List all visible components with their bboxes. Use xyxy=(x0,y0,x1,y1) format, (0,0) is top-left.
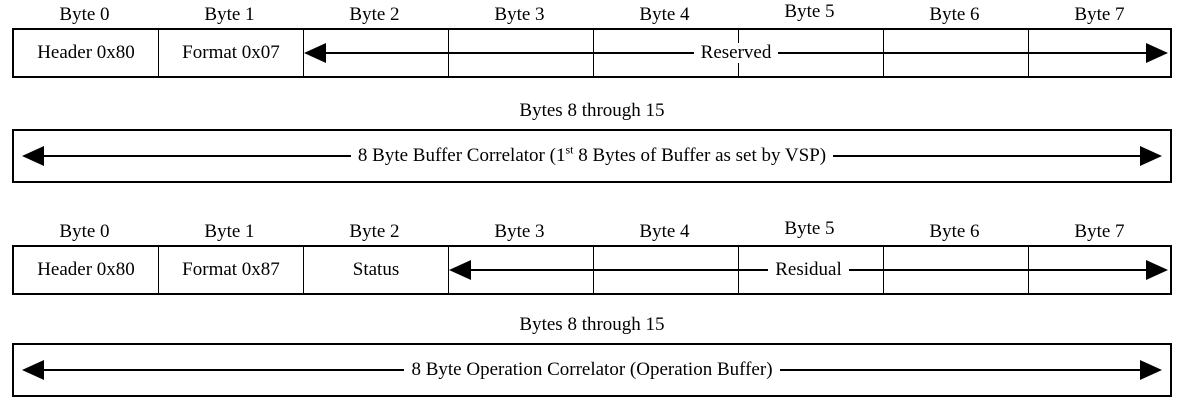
byte-header-label: Byte 3 xyxy=(494,221,545,242)
byte-header-label: Byte 0 xyxy=(59,4,110,25)
operation-correlator-block xyxy=(12,343,1172,397)
byte-header-label: Byte 3 xyxy=(494,4,545,25)
arrow-right-head-icon xyxy=(1146,43,1169,63)
reserved-span-arrow: Reserved xyxy=(304,43,1169,63)
byte-header-label: Byte 7 xyxy=(1074,221,1125,242)
cell-header-byte: Header 0x80 xyxy=(14,30,159,76)
label-text-pre: 8 Byte Buffer Correlator (1 xyxy=(357,145,566,166)
arrow-line-left xyxy=(44,369,405,371)
arrow-line-left xyxy=(326,52,694,54)
residual-span-label: Residual xyxy=(768,260,849,280)
byte-header-label: Byte 4 xyxy=(639,221,690,242)
byte-header-row-2: Byte 0 Byte 1 Byte 2 Byte 3 Byte 4 Byte … xyxy=(12,218,1172,245)
reserved-span-label: Reserved xyxy=(693,43,779,63)
byte-header-label: Byte 1 xyxy=(204,221,255,242)
byte-header-label: Byte 2 xyxy=(349,221,400,242)
byte-header-row-1: Byte 0 Byte 1 Byte 2 Byte 3 Byte 4 Byte … xyxy=(12,1,1172,28)
buffer-correlator-span-arrow: 8 Byte Buffer Correlator (1st 8 Bytes of… xyxy=(22,142,1162,166)
byte-header-label: Byte 2 xyxy=(349,4,400,25)
arrow-line-left xyxy=(471,269,769,271)
cell-status-byte: Status xyxy=(304,247,449,293)
byte-header-label: Byte 6 xyxy=(929,4,980,25)
byte-header-label: Byte 5 xyxy=(784,1,835,22)
byte-header-label: Byte 1 xyxy=(204,4,255,25)
label-text-post: 8 Bytes of Buffer as set by VSP) xyxy=(573,145,827,166)
arrow-line-right xyxy=(848,269,1146,271)
bytes-8-15-caption-2: Bytes 8 through 15 xyxy=(519,314,665,335)
arrow-left-head-icon xyxy=(22,146,44,166)
cell-format-byte: Format 0x07 xyxy=(159,30,304,76)
arrow-left-head-icon xyxy=(449,260,471,280)
cell-header-byte: Header 0x80 xyxy=(14,247,159,293)
arrow-line-left xyxy=(44,155,351,157)
arrow-right-head-icon xyxy=(1140,360,1162,380)
byte-header-label: Byte 5 xyxy=(784,218,835,239)
residual-span-arrow: Residual xyxy=(449,260,1168,280)
buffer-correlator-block xyxy=(12,129,1172,183)
arrow-line-right xyxy=(779,369,1140,371)
operation-correlator-span-arrow: 8 Byte Operation Correlator (Operation B… xyxy=(22,360,1162,380)
buffer-correlator-label: 8 Byte Buffer Correlator (1st 8 Bytes of… xyxy=(350,142,834,166)
arrow-left-head-icon xyxy=(22,360,44,380)
bytes-8-15-caption-1: Bytes 8 through 15 xyxy=(519,100,665,121)
arrow-right-head-icon xyxy=(1140,146,1162,166)
byte-header-label: Byte 0 xyxy=(59,221,110,242)
arrow-line-right xyxy=(833,155,1140,157)
cell-format-byte: Format 0x87 xyxy=(159,247,304,293)
label-superscript: st xyxy=(565,142,574,157)
response-header-table: Header 0x80 Format 0x87 Status xyxy=(12,245,1172,295)
operation-correlator-label: 8 Byte Operation Correlator (Operation B… xyxy=(404,360,780,380)
byte-header-label: Byte 6 xyxy=(929,221,980,242)
request-header-table: Header 0x80 Format 0x07 xyxy=(12,28,1172,78)
arrow-right-head-icon xyxy=(1146,260,1168,280)
arrow-line-right xyxy=(778,52,1147,54)
byte-header-label: Byte 7 xyxy=(1074,4,1125,25)
arrow-left-head-icon xyxy=(304,43,326,63)
byte-header-label: Byte 4 xyxy=(639,4,690,25)
